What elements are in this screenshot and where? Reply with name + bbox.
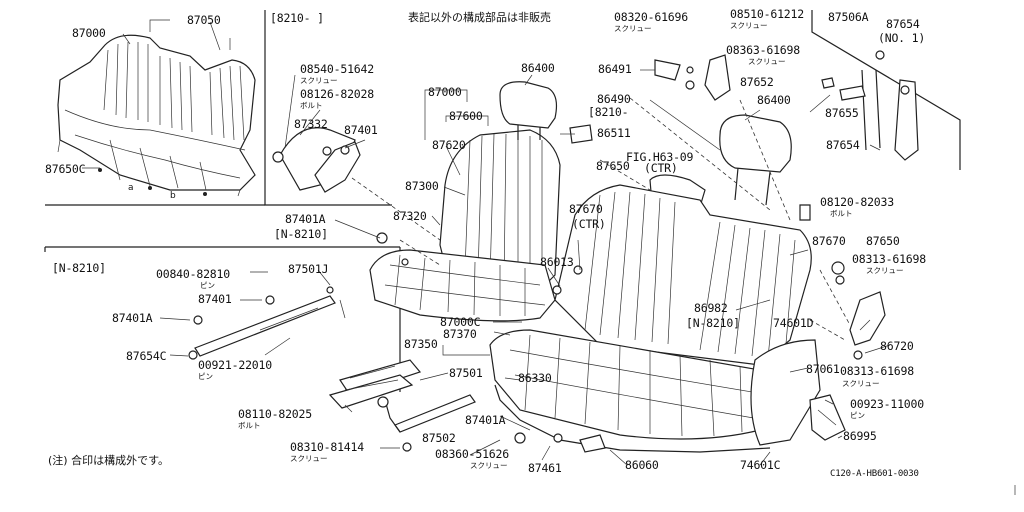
part-74601D: 74601D	[773, 316, 814, 330]
part-87506A: 87506A	[828, 10, 869, 24]
part-87461: 87461	[528, 461, 562, 475]
part-87600: 87600	[449, 109, 483, 123]
part-86490: 86490	[597, 92, 631, 106]
part-08540-51642: 08540-51642	[300, 62, 374, 76]
part-86982-sub: [N-8210]	[686, 316, 740, 330]
part-08540-sub: スクリュー	[300, 76, 338, 85]
part-87370: 87370	[443, 327, 477, 341]
part-87501: 87501	[449, 366, 483, 380]
solid-leaders	[82, 21, 1016, 495]
part-87401-upper: 87401	[344, 123, 378, 137]
part-00923-sub: ピン	[850, 411, 865, 420]
part-08110-sub: ボルト	[238, 421, 261, 430]
lower-box-applicability: [N-8210]	[52, 261, 106, 275]
part-00921-sub: ピン	[198, 372, 213, 381]
part-87501J: 87501J	[288, 262, 329, 276]
part-87320: 87320	[393, 209, 427, 223]
part-86720: 86720	[880, 339, 914, 353]
part-87650-ctr: 87650	[596, 159, 630, 173]
part-08120-82033: 08120-82033	[820, 195, 894, 209]
part-87652: 87652	[740, 75, 774, 89]
part-87332: 87332	[294, 117, 328, 131]
part-86491: 86491	[598, 62, 632, 76]
not-for-sale-note: 表記以外の構成部品は非販売	[408, 11, 551, 24]
part-86060: 86060	[625, 458, 659, 472]
part-87050: 87050	[187, 13, 221, 27]
part-08310-81414: 08310-81414	[290, 440, 364, 454]
part-74601C: 74601C	[740, 458, 781, 472]
part-08313-bottom-sub: スクリュー	[842, 379, 880, 388]
part-86013: 86013	[540, 255, 574, 269]
part-87654-top-sub: (NO. 1)	[878, 31, 926, 45]
part-87654-right: 87654	[826, 138, 860, 152]
part-87000-mid: 87000	[428, 85, 462, 99]
mark-a: a	[128, 183, 134, 193]
part-87620: 87620	[432, 138, 466, 152]
part-00840-sub: ピン	[200, 281, 215, 290]
part-08320-sub: スクリュー	[614, 24, 652, 33]
part-86982: 86982	[694, 301, 728, 315]
part-87650-ctr-sub: (CTR)	[644, 161, 678, 175]
part-87401-lower: 87401	[198, 292, 232, 306]
part-00840-82810: 00840-82810	[156, 267, 230, 281]
part-86400-right: 86400	[757, 93, 791, 107]
part-87401A-mid-sub: [N-8210]	[274, 227, 328, 241]
part-87654-top: 87654	[886, 17, 920, 31]
part-87401A-lower: 87401A	[112, 311, 153, 325]
part-87655: 87655	[825, 106, 859, 120]
part-87000C: 87000C	[440, 315, 481, 329]
part-86995: 86995	[843, 429, 877, 443]
part-00923-11000: 00923-11000	[850, 397, 924, 411]
mark-b: b	[170, 191, 176, 201]
part-08363-sub: スクリュー	[748, 57, 786, 66]
upper-lever-detail	[272, 74, 366, 193]
main-seat-drawing	[188, 50, 919, 453]
part-08510-61212: 08510-61212	[730, 7, 804, 21]
part-08120-sub: ボルト	[830, 209, 853, 218]
part-08126-sub: ボルト	[300, 101, 323, 110]
part-87670-right: 87670	[812, 234, 846, 248]
part-87300: 87300	[405, 179, 439, 193]
part-08313-top-sub: スクリュー	[866, 266, 904, 275]
part-08313-61698-top: 08313-61698	[852, 252, 926, 266]
part-86400-left: 86400	[521, 61, 555, 75]
part-08313-61698-bottom: 08313-61698	[840, 364, 914, 378]
part-08360-sub: スクリュー	[470, 461, 508, 470]
part-87670-ctr-sub: (CTR)	[572, 217, 606, 231]
part-08360-51626: 08360-51626	[435, 447, 509, 461]
footnote: (注) 合印は構成外です。	[48, 454, 169, 467]
part-08510-sub: スクリュー	[730, 21, 768, 30]
part-87000-top: 87000	[72, 26, 106, 40]
part-08320-61696: 08320-61696	[614, 10, 688, 24]
part-87061: 87061	[806, 362, 840, 376]
part-87401A-bottom: 87401A	[465, 413, 506, 427]
part-87502: 87502	[422, 431, 456, 445]
part-86490-sub: [8210-	[588, 105, 629, 119]
fig-reference: FIG.H63-09	[626, 150, 694, 164]
part-87650-right: 87650	[866, 234, 900, 248]
part-08126-82028: 08126-82028	[300, 87, 374, 101]
part-08310-sub: スクリュー	[290, 454, 328, 463]
part-87401A-mid: 87401A	[285, 212, 326, 226]
top-right-detail-box	[811, 10, 961, 170]
figure-code: C120-A-HB601-0030	[830, 469, 919, 479]
part-86511: 86511	[597, 126, 631, 140]
upper-box-applicability: [8210- ]	[270, 11, 324, 25]
part-08363-61698: 08363-61698	[726, 43, 800, 57]
part-86330: 86330	[518, 371, 552, 385]
part-00921-22010: 00921-22010	[198, 358, 272, 372]
part-87650C: 87650C	[45, 162, 86, 176]
dashed-leaders	[351, 97, 851, 341]
part-08110-82025: 08110-82025	[238, 407, 312, 421]
part-87654C: 87654C	[126, 349, 167, 363]
part-87670-ctr: 87670	[569, 202, 603, 216]
part-87350: 87350	[404, 337, 438, 351]
bench-seat-thumbnail	[57, 19, 256, 197]
